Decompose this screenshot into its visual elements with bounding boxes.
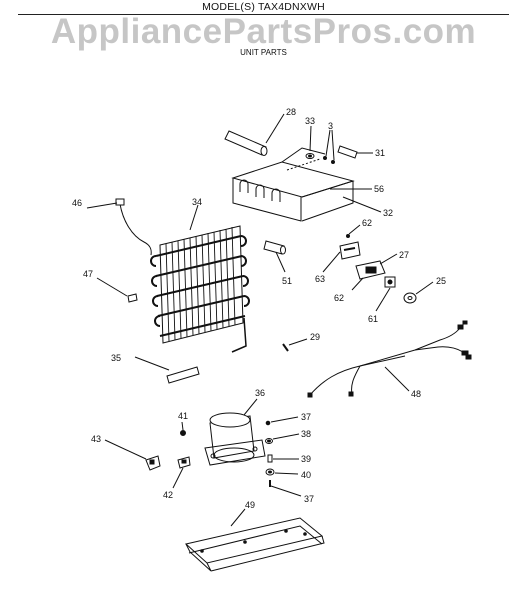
- part-37-38-grommet: [265, 416, 300, 444]
- callout-62-lower: 62: [334, 293, 344, 303]
- callout-labels: 28 33 3 31 56 32 46 34 62 27 63 51 47 25…: [72, 107, 446, 510]
- callout-63: 63: [315, 274, 325, 284]
- header-rule: [18, 14, 509, 15]
- part-61-overload: [375, 276, 396, 312]
- part-36-compressor: [204, 398, 266, 466]
- part-28-tube: [224, 113, 285, 156]
- callout-46: 46: [72, 198, 82, 208]
- part-34-condenser: [150, 204, 250, 353]
- part-51-sleeve: [263, 240, 286, 273]
- diagram-subtitle: UNIT PARTS: [240, 48, 287, 57]
- callout-37-lower: 37: [304, 494, 314, 504]
- part-48-wiring-harness: [307, 320, 472, 398]
- part-46-power-cord: [86, 198, 152, 256]
- callout-47: 47: [83, 269, 93, 279]
- callout-41: 41: [178, 411, 188, 421]
- part-49-base-plate: [184, 508, 325, 572]
- part-43-42-clips: [104, 439, 191, 489]
- callout-29: 29: [310, 332, 320, 342]
- callout-37-upper: 37: [301, 412, 311, 422]
- model-title: MODEL(S) TAX4DNXWH: [202, 1, 325, 13]
- callout-56: 56: [374, 184, 384, 194]
- callout-48: 48: [411, 389, 421, 399]
- callout-36: 36: [255, 388, 265, 398]
- callout-38: 38: [301, 429, 311, 439]
- part-33-grommet: [305, 125, 315, 159]
- watermark: AppliancePartsPros.com: [50, 12, 477, 51]
- part-39-40-37-hardware: [265, 454, 302, 497]
- callout-49: 49: [245, 500, 255, 510]
- callout-61: 61: [368, 314, 378, 324]
- part-31-clip: [337, 145, 373, 159]
- callout-42: 42: [163, 490, 173, 500]
- callout-27: 27: [399, 250, 409, 260]
- callout-39: 39: [301, 454, 311, 464]
- part-47-clip: [96, 277, 138, 303]
- callout-62-upper: 62: [362, 218, 372, 228]
- part-25-cap: [403, 281, 434, 304]
- callout-32: 32: [383, 208, 393, 218]
- callout-33: 33: [305, 116, 315, 126]
- compressor-tray: [231, 147, 382, 222]
- callout-28: 28: [286, 107, 296, 117]
- callout-31: 31: [375, 148, 385, 158]
- callout-3: 3: [328, 121, 333, 131]
- callout-35: 35: [111, 353, 121, 363]
- part-35-tube: [134, 356, 200, 384]
- callout-51: 51: [282, 276, 292, 286]
- callout-43: 43: [91, 434, 101, 444]
- part-29-pin: [282, 338, 308, 352]
- part-41-screw: [180, 421, 186, 436]
- callout-34: 34: [192, 197, 202, 207]
- part-62-63-relay-clip: [322, 224, 361, 273]
- callout-25: 25: [436, 276, 446, 286]
- part-27-relay: [351, 253, 398, 291]
- callout-40: 40: [301, 470, 311, 480]
- part-3-screws: [323, 129, 335, 164]
